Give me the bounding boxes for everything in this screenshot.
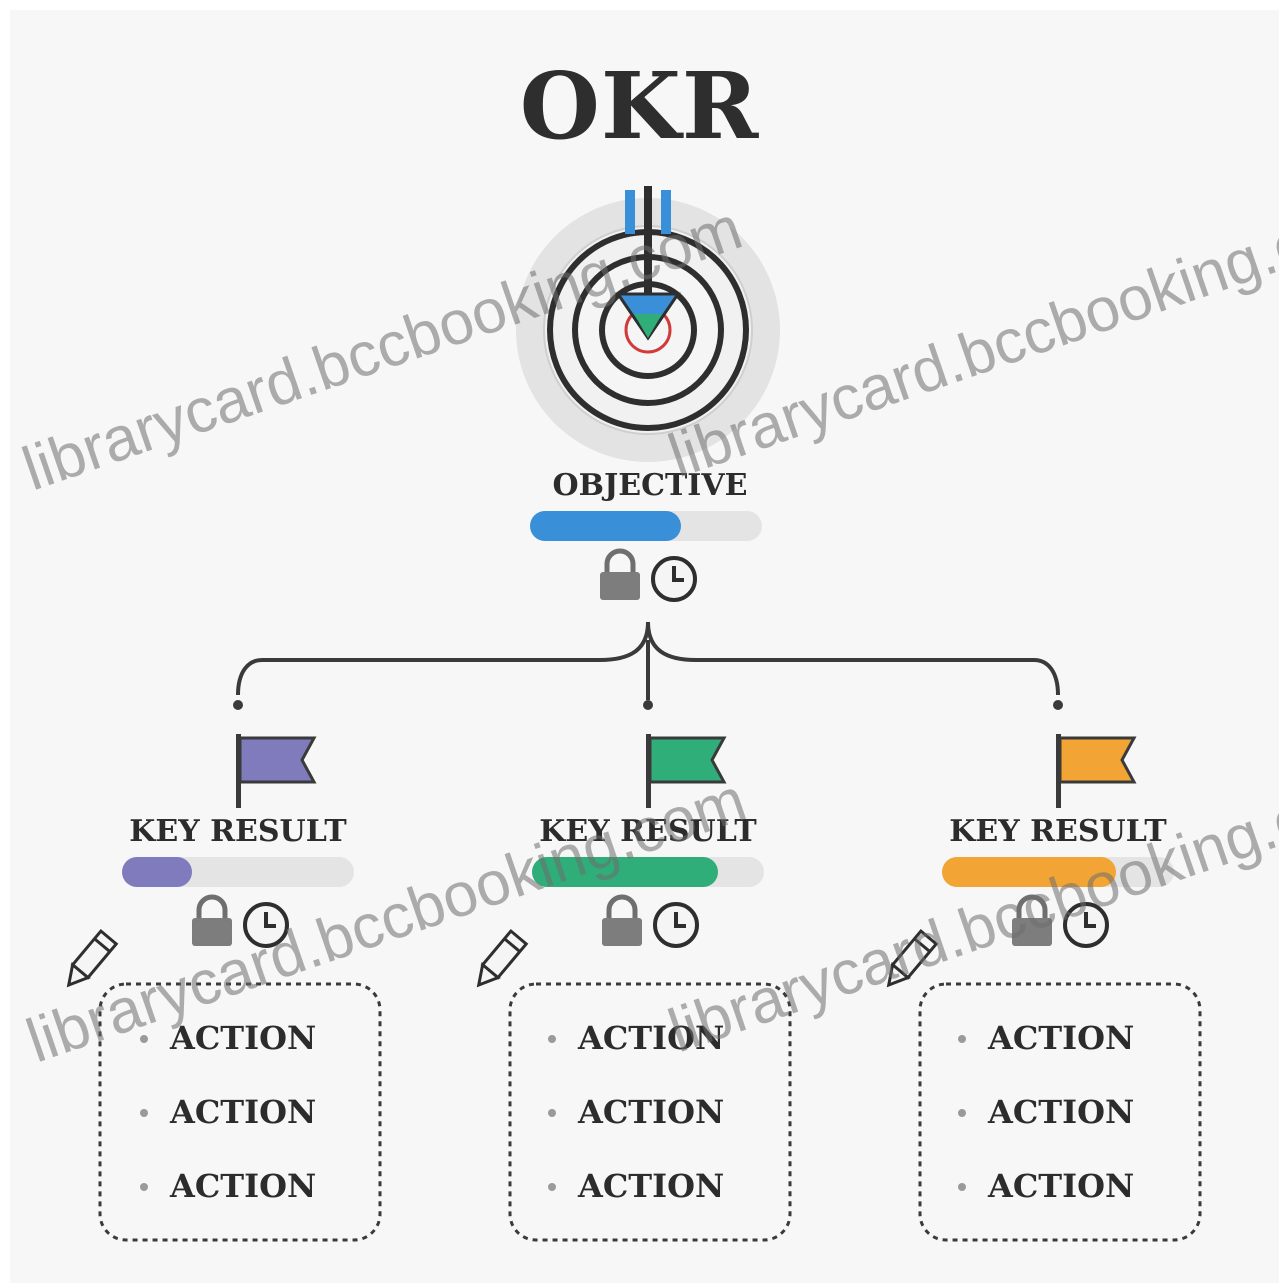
- key-result-3: [886, 734, 1202, 1242]
- objective-progress-bar: [530, 511, 762, 541]
- connector-lines: [236, 621, 1060, 700]
- connector-node: [1053, 700, 1063, 710]
- action-item: ACTION: [958, 1092, 1134, 1166]
- bullet-icon: [958, 1183, 966, 1191]
- action-item: ACTION: [140, 1092, 316, 1166]
- clock-icon: [651, 556, 697, 602]
- bullet-icon: [548, 1183, 556, 1191]
- action-item: ACTION: [548, 1166, 724, 1240]
- clock-icon: [653, 902, 699, 948]
- clock-icon: [243, 902, 289, 948]
- connector-node: [233, 700, 243, 710]
- arrow-icon: [615, 186, 681, 341]
- action-box: [98, 982, 382, 1242]
- lock-icon: [192, 894, 232, 946]
- flag-icon: [1056, 734, 1137, 808]
- objective-label: OBJECTIVE: [552, 468, 748, 503]
- bullet-icon: [140, 1183, 148, 1191]
- action-item: ACTION: [140, 1018, 316, 1092]
- key-result-label-3: KEY RESULT: [949, 814, 1167, 849]
- bullet-icon: [140, 1109, 148, 1117]
- key-result-progress-bar: [532, 857, 764, 887]
- bullet-icon: [958, 1109, 966, 1117]
- lock-icon: [1012, 894, 1052, 946]
- bullet-icon: [548, 1109, 556, 1117]
- action-item: ACTION: [548, 1092, 724, 1166]
- flag-icon: [236, 734, 317, 808]
- bullet-icon: [548, 1035, 556, 1043]
- pencil-icon: [476, 928, 529, 988]
- bullet-icon: [140, 1035, 148, 1043]
- key-result-progress-bar: [122, 857, 354, 887]
- pencil-icon: [886, 928, 939, 988]
- key-result-2: [476, 734, 792, 1242]
- lock-icon: [600, 548, 640, 600]
- key-result-1: [66, 734, 382, 1242]
- action-item: ACTION: [140, 1166, 316, 1240]
- bullet-icon: [958, 1035, 966, 1043]
- clock-icon: [1063, 902, 1109, 948]
- action-list-2: ACTION ACTION ACTION: [548, 1018, 724, 1240]
- action-list-1: ACTION ACTION ACTION: [140, 1018, 316, 1240]
- flag-icon: [646, 734, 727, 808]
- key-result-progress-bar: [942, 857, 1174, 887]
- action-item: ACTION: [958, 1018, 1134, 1092]
- lock-icon: [602, 894, 642, 946]
- action-box: [918, 982, 1202, 1242]
- pencil-icon: [66, 928, 119, 988]
- action-list-3: ACTION ACTION ACTION: [958, 1018, 1134, 1240]
- action-box: [508, 982, 792, 1242]
- action-item: ACTION: [958, 1166, 1134, 1240]
- diagram-title: OKR: [519, 52, 760, 160]
- connector-node: [643, 700, 653, 710]
- key-result-label-2: KEY RESULT: [539, 814, 757, 849]
- key-result-label-1: KEY RESULT: [129, 814, 347, 849]
- action-item: ACTION: [548, 1018, 724, 1092]
